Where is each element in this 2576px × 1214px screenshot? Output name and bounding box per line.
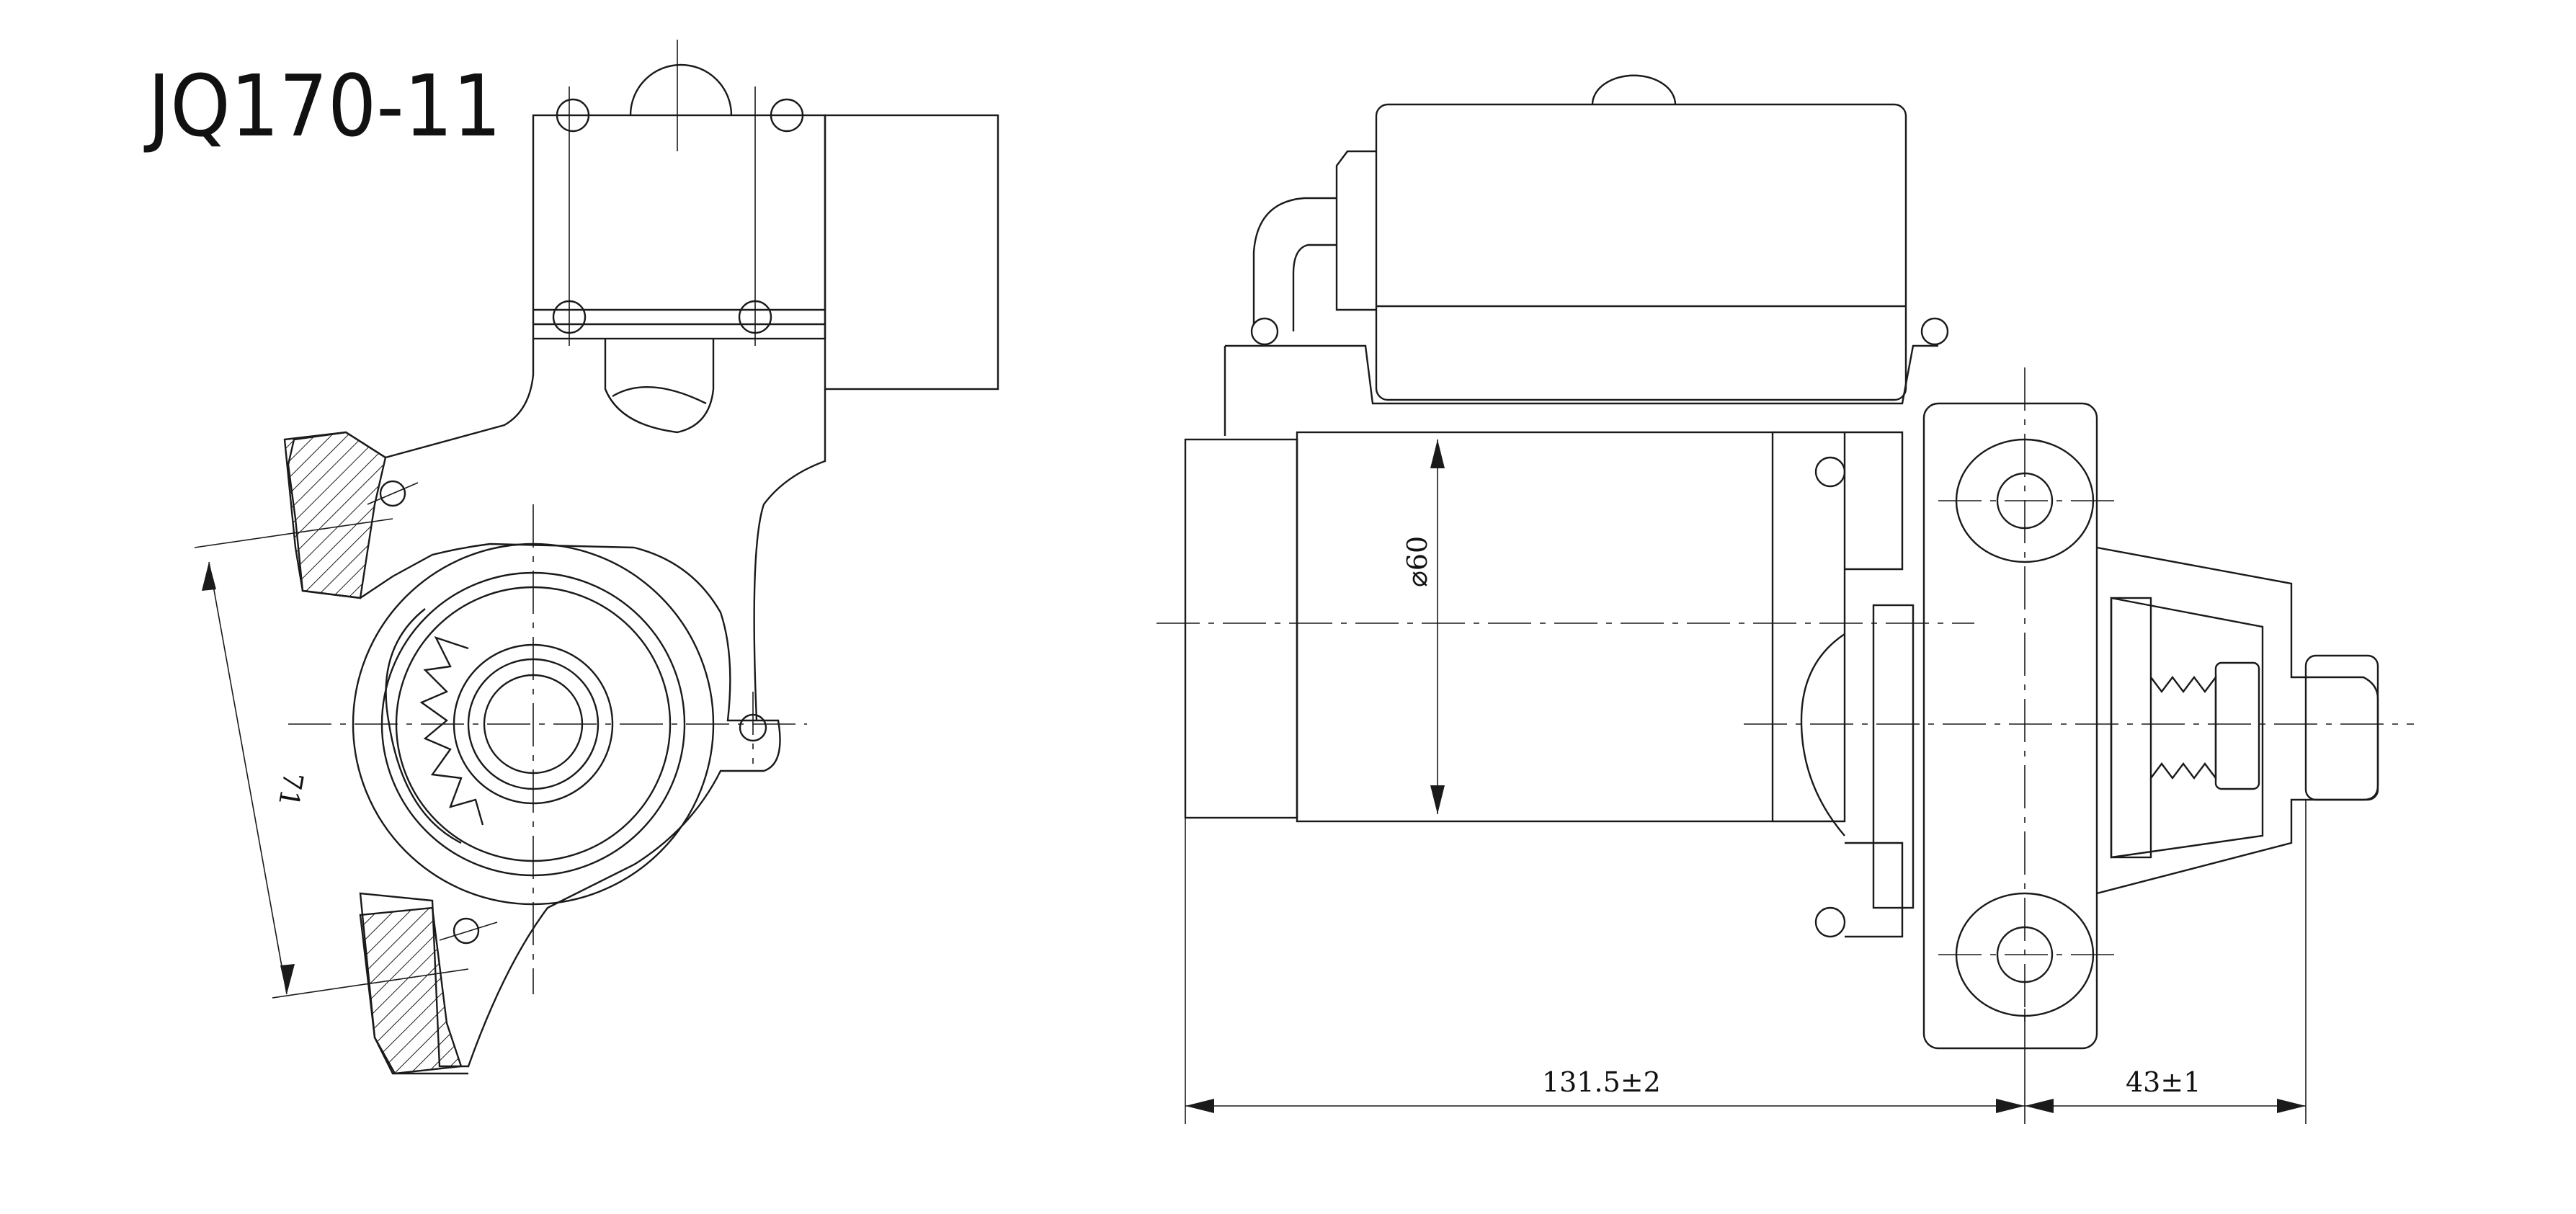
dim-diameter: ⌀60 <box>1401 536 1433 587</box>
pinion-drive <box>2110 597 2152 859</box>
terminal-block-end <box>824 114 999 390</box>
dim-length: 131.5±2 <box>1542 1066 1661 1098</box>
side-view: ⌀60 131.5±2 43±1 <box>1156 74 2414 1124</box>
dim-pinion-offset: 43±1 <box>2126 1066 2201 1098</box>
screw-icon <box>556 98 590 133</box>
dim-71: 71 <box>272 769 310 809</box>
pinion-gear <box>419 635 484 826</box>
screw-icon <box>1250 317 1279 346</box>
hatched-flange-upper <box>283 431 387 599</box>
motor-end-cap <box>1184 438 1298 819</box>
screw-icon <box>1814 906 1846 938</box>
screw-icon <box>770 98 804 133</box>
mount-flange <box>1922 402 2098 1050</box>
solenoid-housing-end <box>532 114 826 340</box>
screw-icon <box>1814 456 1846 488</box>
solenoid-housing-side <box>1375 103 1907 401</box>
screw-icon <box>1920 317 1949 346</box>
hatched-flange-lower <box>359 906 463 1075</box>
end-view: 71 <box>194 40 999 1075</box>
drawing-title: JQ170-11 <box>143 56 502 156</box>
motor-yoke <box>1296 431 1774 823</box>
terminal-wire <box>1252 197 1337 324</box>
return-spring <box>2150 674 2217 781</box>
